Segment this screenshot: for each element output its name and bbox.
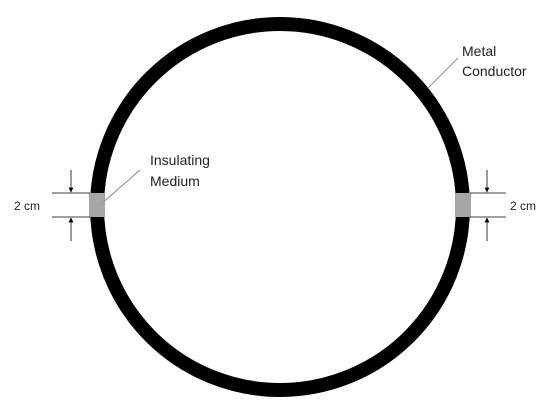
insulator-label-line2: Medium: [150, 173, 200, 189]
insulator-leader-line: [99, 169, 141, 206]
conductor-leader-line: [427, 57, 459, 89]
conductor-label-line1: Metal: [462, 43, 496, 59]
left-gap-dimension-label: 2 cm: [14, 199, 40, 213]
insulator-label-line1: Insulating: [150, 152, 210, 168]
right-insulating-gap: [455, 193, 471, 217]
left-insulating-gap: [89, 193, 105, 217]
conductor-label-line2: Conductor: [462, 63, 527, 79]
metal-conductor-ring: [90, 17, 470, 397]
right-gap-dimension-label: 2 cm: [510, 199, 536, 213]
